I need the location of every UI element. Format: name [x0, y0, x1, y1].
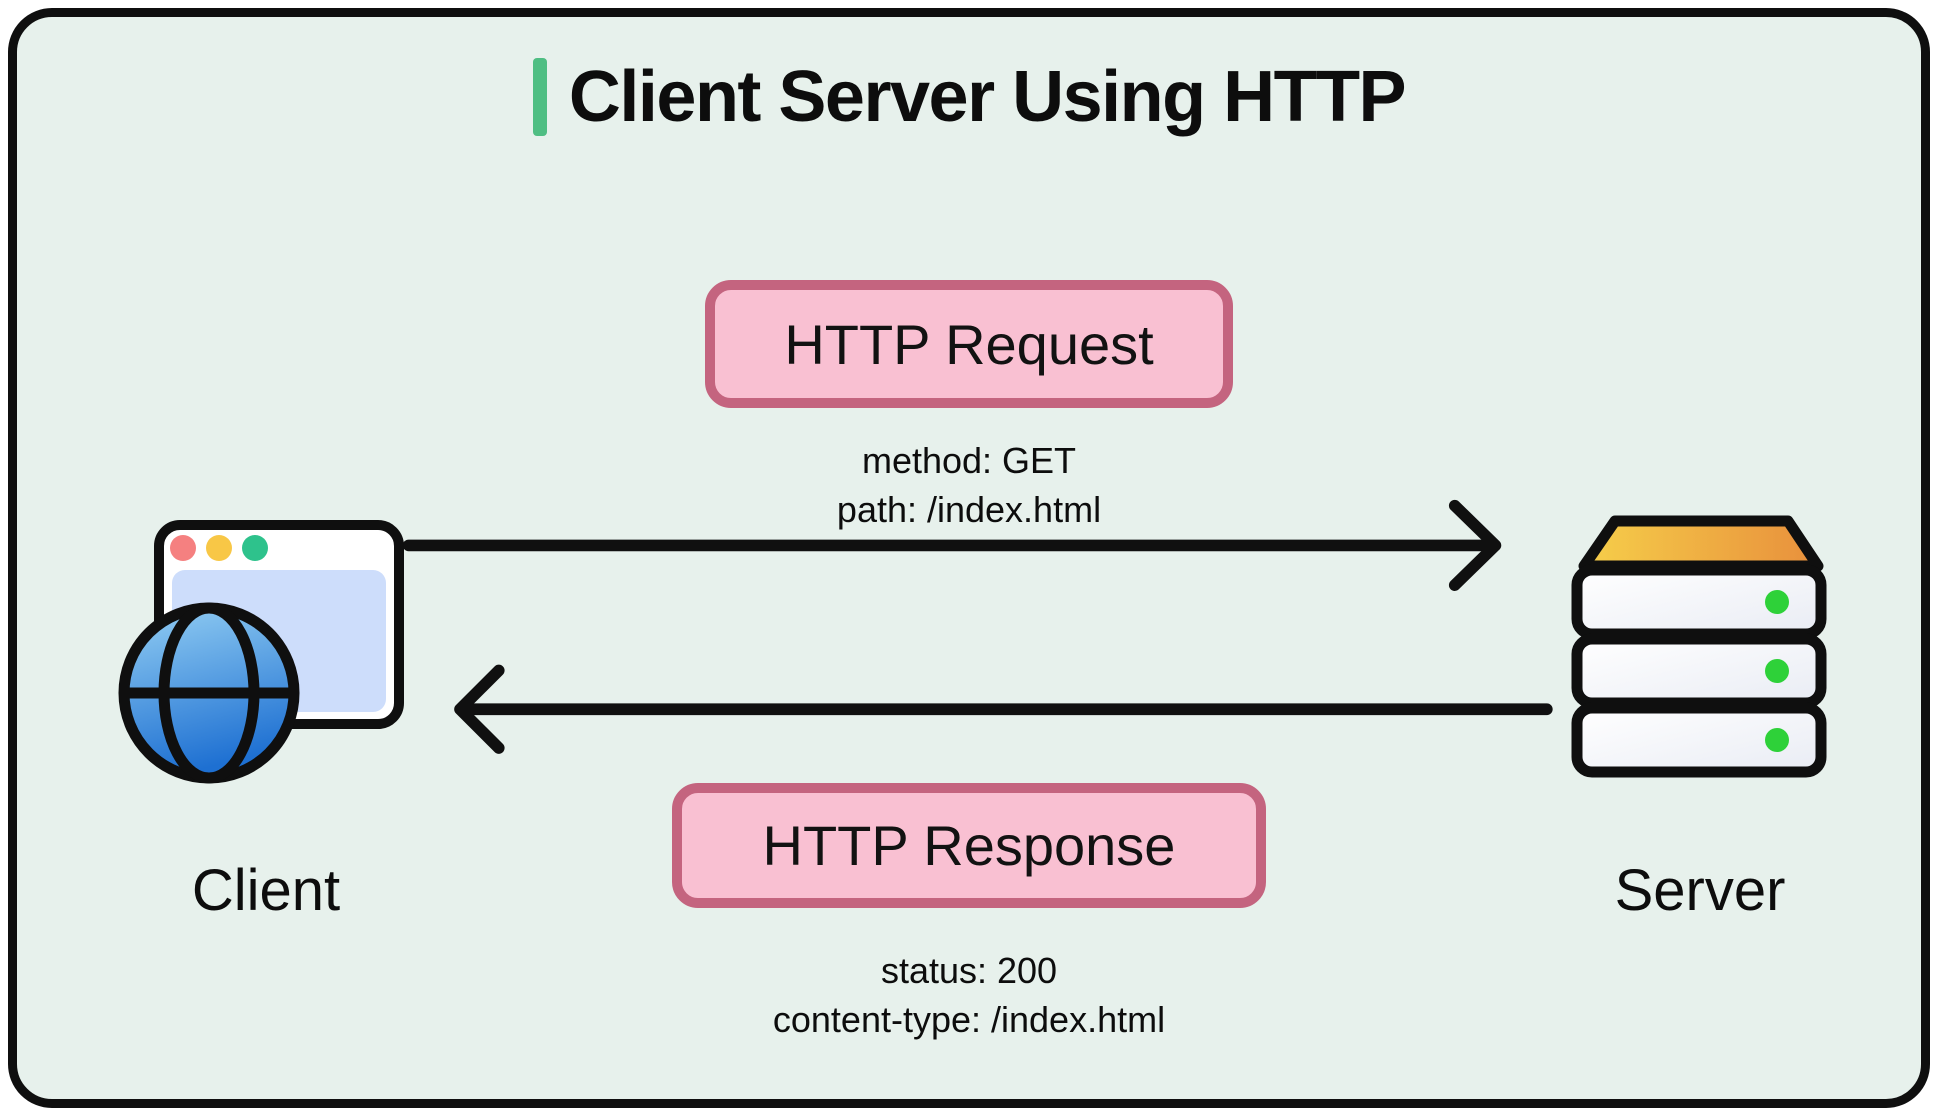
globe-icon: [118, 602, 300, 784]
diagram-card: Client Server Using HTTP HTTP Request me…: [8, 8, 1930, 1108]
server-slabs: [1571, 564, 1827, 778]
server-status-leds: [1765, 590, 1789, 752]
arrows-layer: [402, 499, 1553, 754]
http-request-pill: HTTP Request: [705, 280, 1233, 408]
request-path-line: path: /index.html: [836, 489, 1102, 530]
diagram-title: Client Server Using HTTP: [568, 57, 1407, 137]
request-meta: method: GET path: /index.html: [17, 436, 1921, 534]
server-stack-icon: [1571, 515, 1827, 778]
http-request-label: HTTP Request: [784, 312, 1154, 376]
http-response-pill: HTTP Response: [672, 783, 1266, 908]
server-label: Server: [1614, 858, 1786, 923]
client-label: Client: [191, 858, 341, 923]
browser-dot-yellow-icon: [206, 535, 232, 561]
request-method-line: method: GET: [861, 440, 1077, 481]
browser-dot-green-icon: [242, 535, 268, 561]
response-arrow: [454, 664, 1553, 754]
browser-dot-red-icon: [170, 535, 196, 561]
title-accent-bar: [532, 58, 547, 136]
request-arrow: [402, 499, 1502, 591]
server-top-face: [1578, 515, 1824, 572]
response-content-type-line: content-type: /index.html: [772, 999, 1166, 1040]
http-response-label: HTTP Response: [762, 814, 1176, 877]
response-meta: status: 200 content-type: /index.html: [17, 946, 1921, 1044]
response-status-line: status: 200: [880, 950, 1058, 991]
title-row: Client Server Using HTTP: [17, 55, 1921, 139]
